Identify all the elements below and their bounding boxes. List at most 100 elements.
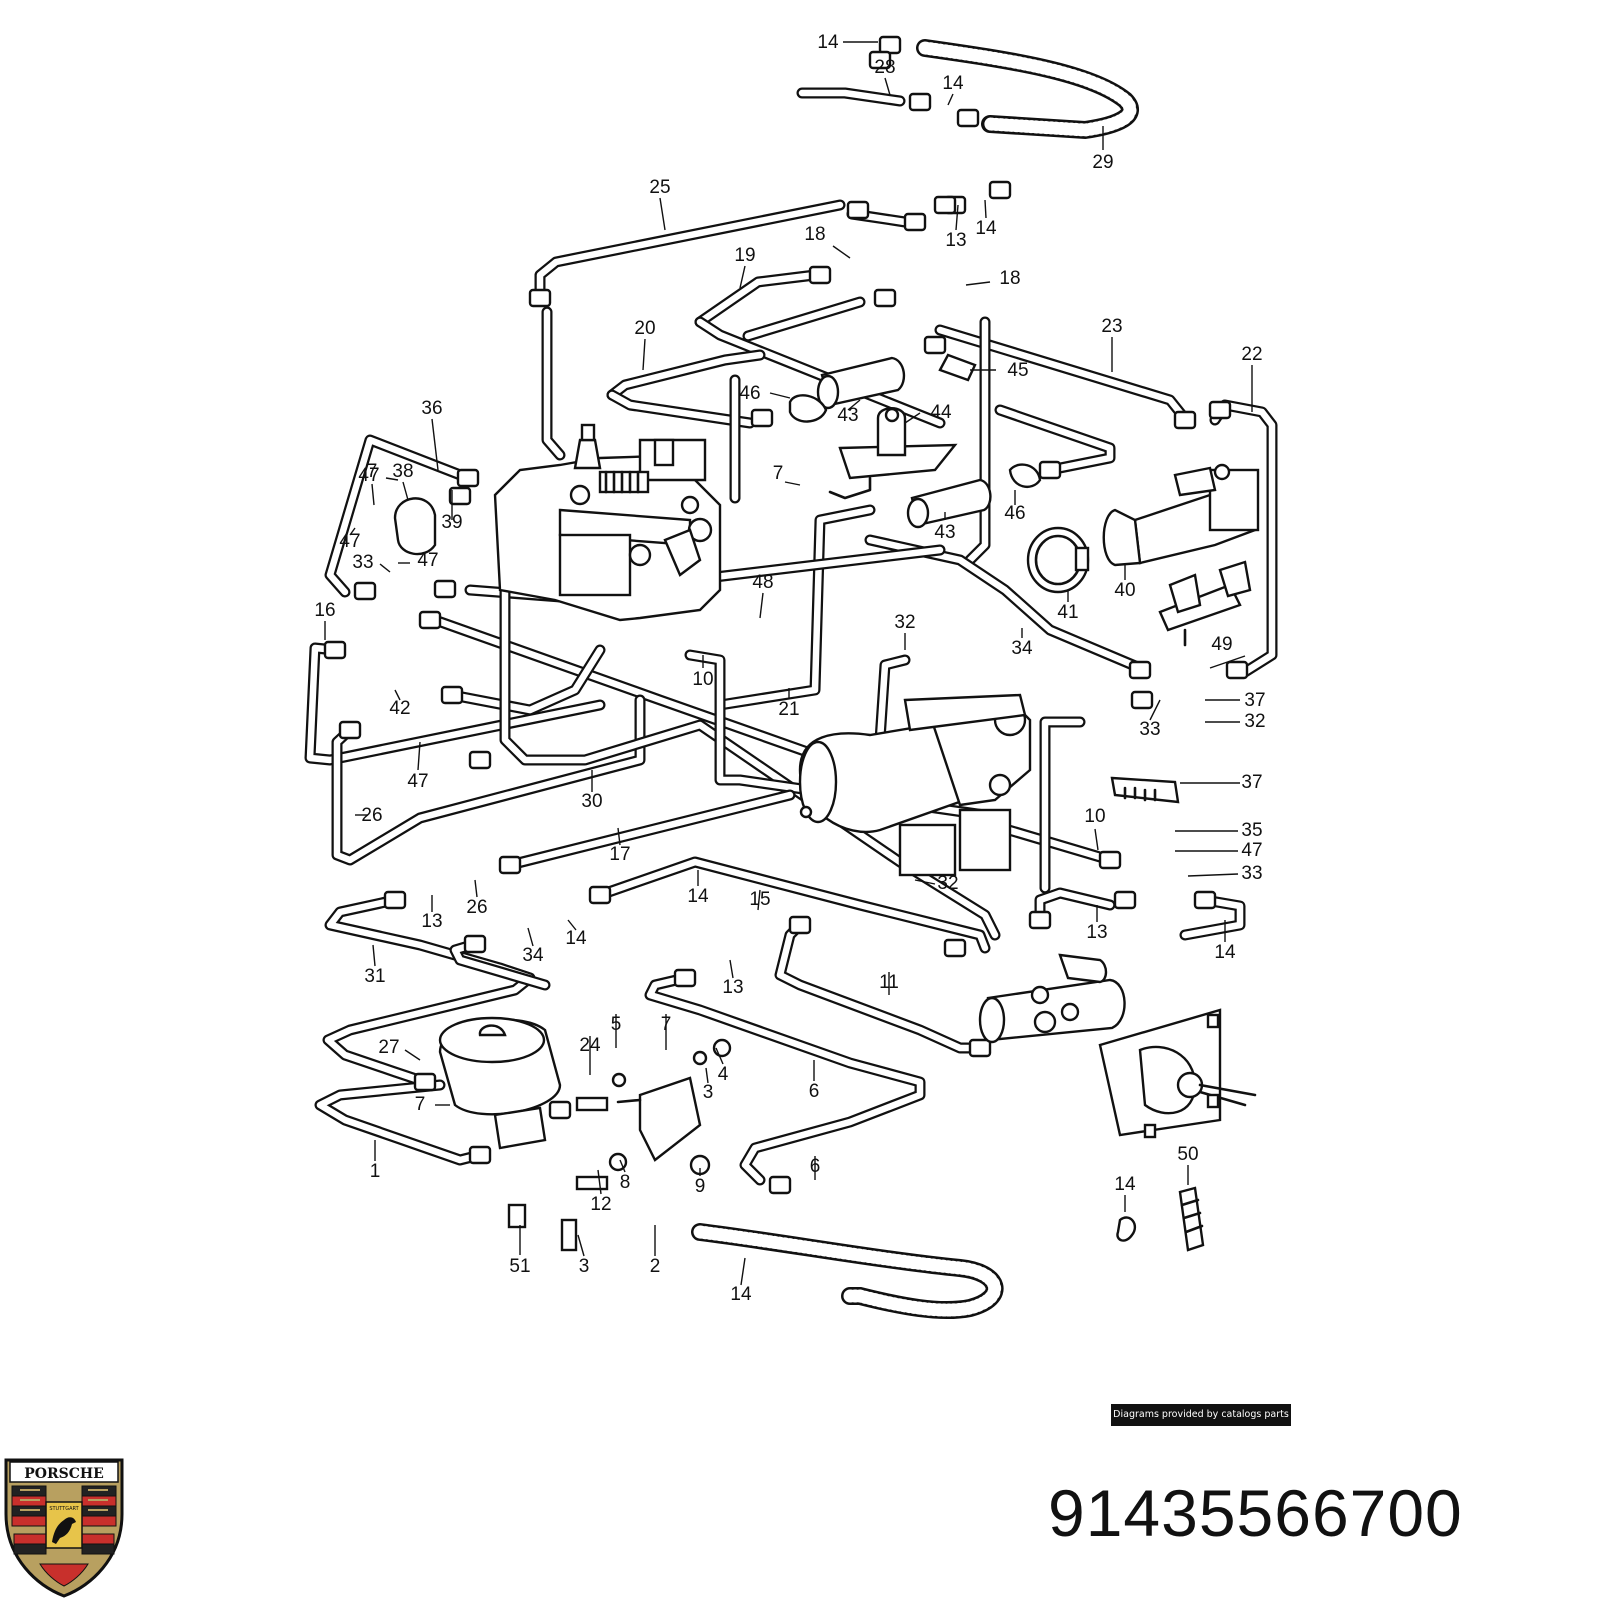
tube-nut [440, 685, 464, 705]
tube-nut [468, 1145, 492, 1165]
leader-line [769, 392, 791, 399]
callout-label: 28 [874, 57, 895, 78]
callout-label: 7 [661, 1014, 672, 1035]
tube-nut [1128, 660, 1152, 680]
callout-label: 19 [734, 245, 755, 266]
tube-nut [338, 720, 362, 740]
brake-tubes [304, 87, 1278, 1186]
callout-label: 13 [1086, 922, 1107, 943]
callout-label: 34 [1011, 638, 1033, 659]
callout-label: 35 [1241, 820, 1262, 841]
callout-label: 16 [314, 600, 335, 621]
callout-label: 4 [718, 1064, 729, 1085]
leader-line [740, 1257, 746, 1286]
callout-label: 43 [837, 405, 858, 426]
callout-label: 36 [421, 398, 442, 419]
pump-motor [798, 693, 1032, 877]
leader-line [705, 1067, 709, 1084]
tube-nut [448, 486, 472, 506]
leader-line [372, 944, 376, 967]
callout-label: 31 [364, 966, 385, 987]
svg-text:STUTTGART: STUTTGART [49, 1506, 79, 1512]
leader-line [884, 77, 891, 96]
callout-label: 17 [609, 844, 630, 865]
callout-label: 11 [879, 972, 899, 993]
callout-label: 13 [945, 230, 966, 251]
callout-label: 14 [565, 928, 587, 949]
leader-line [349, 527, 356, 536]
tube-nut [873, 288, 897, 308]
tube-nut [846, 200, 870, 220]
credit-banner: Diagrams provided by catalogs parts [1111, 1404, 1291, 1426]
leader-line [379, 563, 391, 573]
leader-line [715, 1047, 724, 1065]
tube-nut [1038, 460, 1062, 480]
callout-label: 40 [1114, 580, 1135, 601]
tube-nut [908, 92, 932, 112]
tube-nut [353, 581, 377, 601]
tube-nut [468, 750, 492, 770]
leader-line [619, 1159, 626, 1173]
callout-label: 42 [389, 698, 410, 719]
callout-label: 7 [773, 463, 784, 484]
tube-nut [1225, 660, 1249, 680]
pressure-accumulator [1102, 463, 1260, 647]
tube-nut [673, 968, 697, 988]
callout-label: 8 [620, 1172, 631, 1193]
callout-label: 48 [752, 572, 773, 593]
leader-line [914, 879, 936, 885]
porsche-crest-logo: PORSCHE STUTTGART [4, 1458, 124, 1598]
callout-label: 14 [730, 1284, 752, 1305]
leader-line [577, 1234, 585, 1257]
leader-line [739, 265, 746, 289]
callout-label: 33 [352, 552, 373, 573]
tube-fittings [323, 35, 1249, 1195]
callout-label: 50 [1177, 1144, 1198, 1165]
callout-label: 14 [1114, 1174, 1136, 1195]
tube-nut [808, 265, 832, 285]
leader-line [402, 481, 409, 501]
leader-line [965, 281, 991, 286]
tube-nut [903, 212, 927, 232]
callout-label: 24 [579, 1035, 601, 1056]
tube-nut [1113, 890, 1137, 910]
callout-label: 33 [1241, 863, 1262, 884]
callout-label: 37 [1241, 772, 1262, 793]
tube-nut [956, 108, 980, 128]
leader-line [904, 412, 921, 424]
callout-label: 25 [649, 177, 670, 198]
callout-label: 20 [634, 318, 655, 339]
callout-label: 23 [1101, 316, 1122, 337]
callout-label: 47 [407, 771, 428, 792]
leader-line [642, 338, 646, 371]
tube-nut [1028, 910, 1052, 930]
callout-label: 33 [1139, 719, 1160, 740]
callout-label: 3 [579, 1256, 590, 1277]
callout-label: 9 [695, 1176, 706, 1197]
leader-line [567, 919, 577, 931]
tube-nut [456, 468, 480, 488]
callout-label: 46 [739, 383, 760, 404]
leader-line [527, 927, 534, 947]
callout-label: 44 [930, 402, 952, 423]
callout-label: 10 [692, 669, 713, 690]
callout-label: 7 [367, 461, 378, 482]
leader-line [1094, 828, 1099, 851]
callout-leaders [324, 41, 1253, 1286]
callout-label: 21 [778, 699, 799, 720]
hydraulic-unit [493, 423, 722, 622]
tube-nut [1208, 400, 1232, 420]
leader-line [617, 827, 621, 846]
tube-nut [788, 915, 812, 935]
reservoir [438, 1016, 702, 1162]
tube-nut [548, 1100, 572, 1120]
leader-line [659, 197, 666, 231]
tube-nut [933, 195, 957, 215]
callout-label: 13 [421, 911, 442, 932]
callout-label: 13 [722, 977, 743, 998]
leader-line [955, 204, 959, 231]
leader-line [417, 741, 421, 771]
leader-line [984, 199, 987, 219]
callout-label: 32 [894, 612, 915, 633]
